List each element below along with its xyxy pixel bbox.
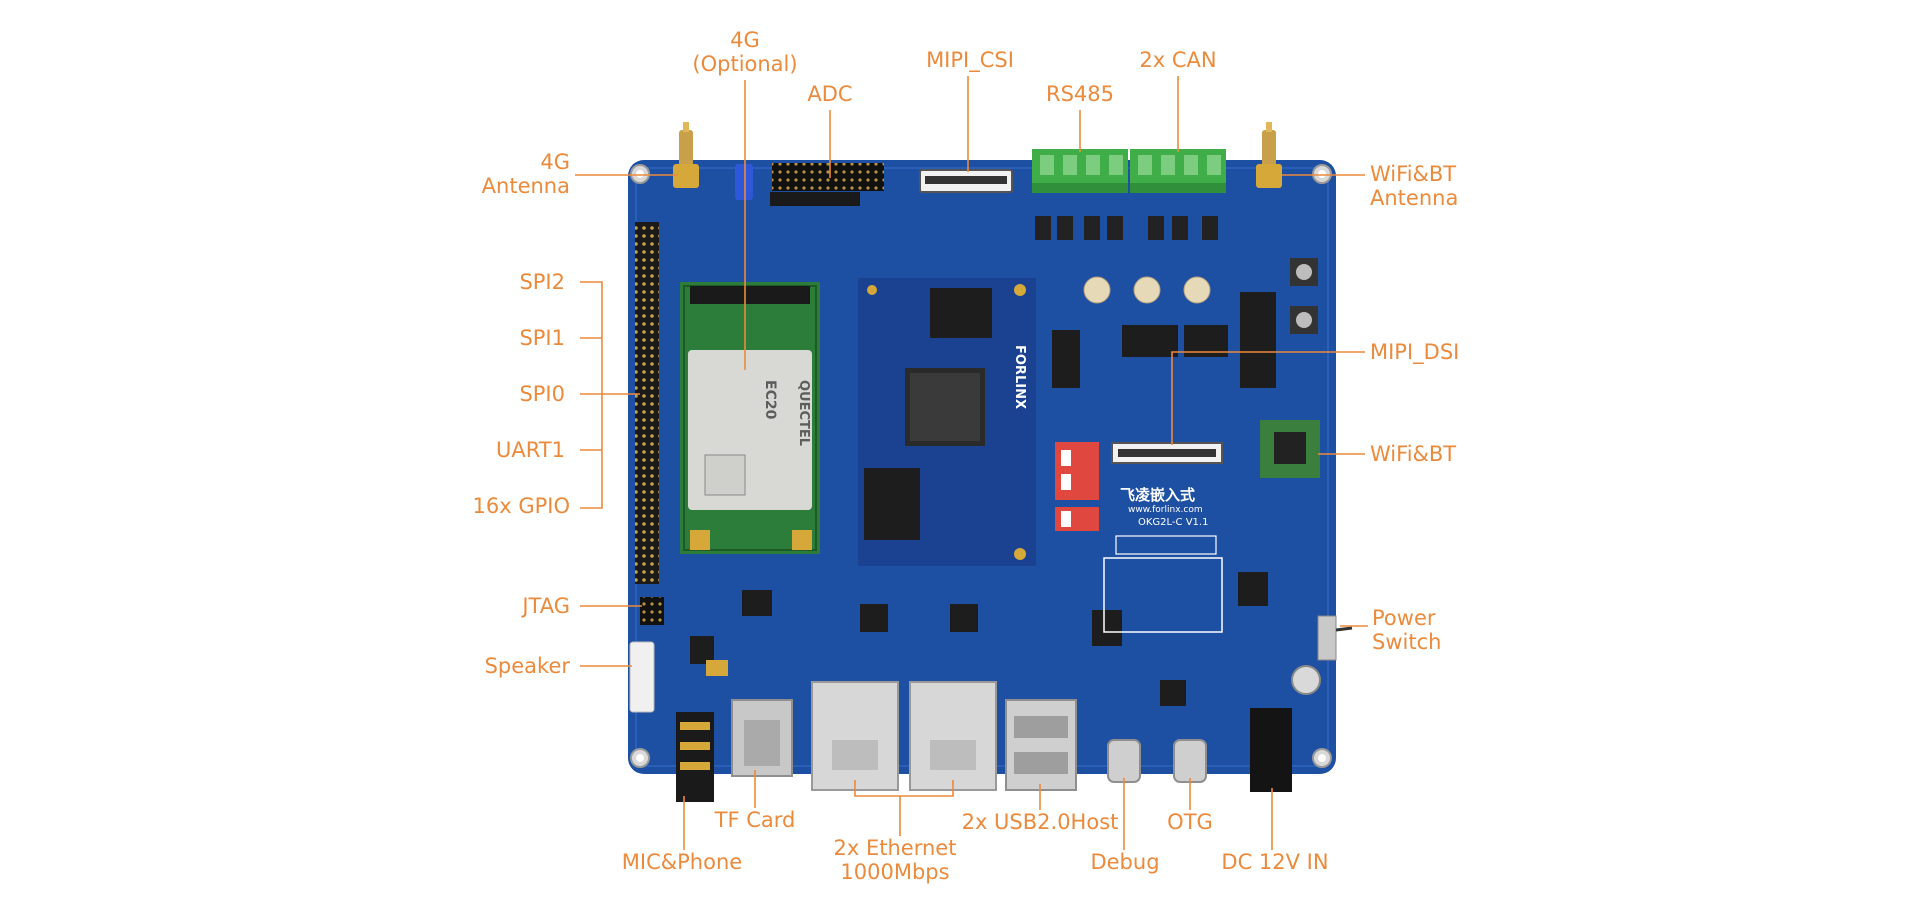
label-mipi-csi: MIPI_CSI (926, 48, 1014, 72)
board-brand-text: 飞凌嵌入式 (1120, 486, 1195, 504)
leader-ethernet (854, 780, 954, 836)
reset-button (1290, 258, 1318, 286)
mounting-holes (630, 164, 1332, 768)
modem-model-text: EC20 (762, 380, 778, 420)
usb-host-ports (1005, 699, 1077, 791)
label-mic-phone: MIC&Phone (621, 850, 743, 874)
label-debug: Debug (1090, 850, 1160, 874)
som-brand-text: FORLINX (1012, 345, 1027, 409)
label-jtag: JTAG (522, 594, 570, 618)
adc-header (772, 163, 884, 191)
label-dc-in: DC 12V IN (1221, 850, 1329, 874)
label-spi1: SPI1 (519, 326, 565, 350)
label-spi2: SPI2 (519, 270, 565, 294)
usb-c-otg-port (1173, 739, 1207, 783)
label-tf-card: TF Card (714, 808, 796, 832)
board-url-text: www.forlinx.com (1128, 505, 1203, 515)
leader-mipi-dsi (1171, 351, 1365, 445)
leader-spi-bracket (580, 281, 603, 509)
label-speaker: Speaker (484, 654, 570, 678)
modem-module: QUECTEL EC20 (680, 282, 820, 554)
can-terminal (1130, 149, 1226, 193)
board-model-text: OKG2L-C V1.1 (1138, 517, 1208, 528)
dc-jack (1250, 708, 1292, 792)
leader-lines (575, 76, 1368, 850)
wifi-bt-module (1260, 420, 1320, 478)
label-16x-gpio: 16x GPIO (472, 494, 570, 518)
dip-switches (1055, 442, 1099, 531)
label-spi0: SPI0 (519, 382, 565, 406)
label-wifi-bt: WiFi&BT (1370, 442, 1457, 466)
label-uart1: UART1 (496, 438, 565, 462)
core-module: FORLINX (858, 278, 1036, 566)
label-adc: ADC (807, 82, 853, 106)
antenna-4g-connector (673, 122, 699, 188)
rs485-terminal (1032, 149, 1128, 193)
modem-brand-text: QUECTEL (796, 380, 811, 446)
antenna-wifi-connector (1256, 122, 1282, 188)
jtag-header (640, 597, 664, 625)
usb-c-debug-port (1107, 739, 1141, 783)
speaker-connector (629, 641, 655, 713)
label-rs485: RS485 (1045, 82, 1114, 106)
gpio-header (635, 222, 659, 584)
power-switch (1317, 615, 1337, 661)
label-otg: OTG (1167, 810, 1213, 834)
label-4g-optional: 4G(Optional) (692, 28, 798, 76)
label-2x-can: 2x CAN (1139, 48, 1217, 72)
label-usb-host: 2x USB2.0Host (961, 810, 1119, 834)
power-button (1290, 306, 1318, 334)
label-mipi-dsi: MIPI_DSI (1370, 340, 1460, 364)
